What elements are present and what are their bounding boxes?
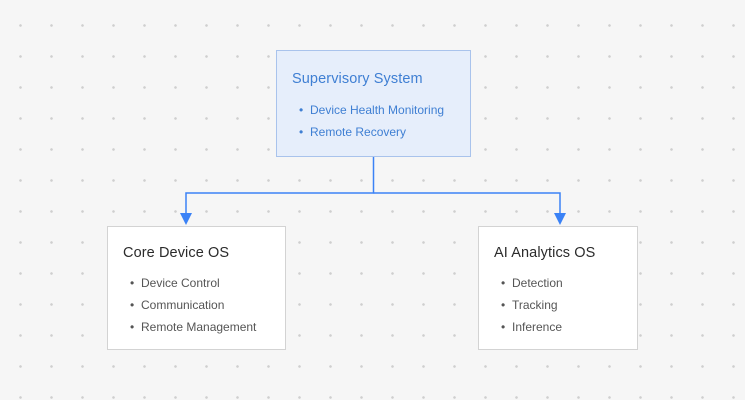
- supervisory-system-title: Supervisory System: [292, 71, 423, 87]
- item-label: Device Control: [141, 276, 220, 290]
- list-item: • Communication: [130, 294, 256, 316]
- list-item: • Remote Recovery: [299, 121, 444, 143]
- item-label: Detection: [512, 276, 563, 290]
- item-label: Communication: [141, 298, 225, 312]
- item-label: Tracking: [512, 298, 558, 312]
- bullet-icon: •: [130, 276, 135, 290]
- bullet-icon: •: [130, 298, 135, 312]
- connector-to-core-device-os: [180, 157, 375, 225]
- item-label: Device Health Monitoring: [310, 103, 445, 117]
- list-item: • Remote Management: [130, 316, 256, 338]
- bullet-icon: •: [501, 276, 506, 290]
- bullet-icon: •: [501, 298, 506, 312]
- item-label: Inference: [512, 320, 563, 334]
- supervisory-system-items: • Device Health Monitoring • Remote Recove…: [299, 99, 444, 143]
- list-item: • Detection: [501, 272, 563, 294]
- ai-analytics-os-node: AI Analytics OS • Detection • Tracking • In…: [478, 226, 638, 350]
- bullet-icon: •: [130, 320, 135, 334]
- core-device-os-title: Core Device OS: [123, 245, 230, 261]
- item-label: Remote Management: [141, 320, 257, 334]
- list-item: • Device Health Monitoring: [299, 99, 444, 121]
- bullet-icon: •: [299, 125, 304, 139]
- item-label: Remote Recovery: [310, 125, 407, 139]
- ai-analytics-os-items: • Detection • Tracking • Inference: [501, 272, 563, 338]
- list-item: • Device Control: [130, 272, 256, 294]
- connector-to-ai-analytics-os: [373, 192, 566, 225]
- ai-analytics-os-title: AI Analytics OS: [494, 245, 596, 261]
- list-item: • Inference: [501, 316, 563, 338]
- core-device-os-node: Core Device OS • Device Control • Communic…: [107, 226, 286, 350]
- bullet-icon: •: [299, 103, 304, 117]
- supervisory-system-node: Supervisory System • Device Health Monito…: [276, 50, 471, 157]
- list-item: • Tracking: [501, 294, 563, 316]
- core-device-os-items: • Device Control • Communication • Remote M…: [130, 272, 256, 338]
- bullet-icon: •: [501, 320, 506, 334]
